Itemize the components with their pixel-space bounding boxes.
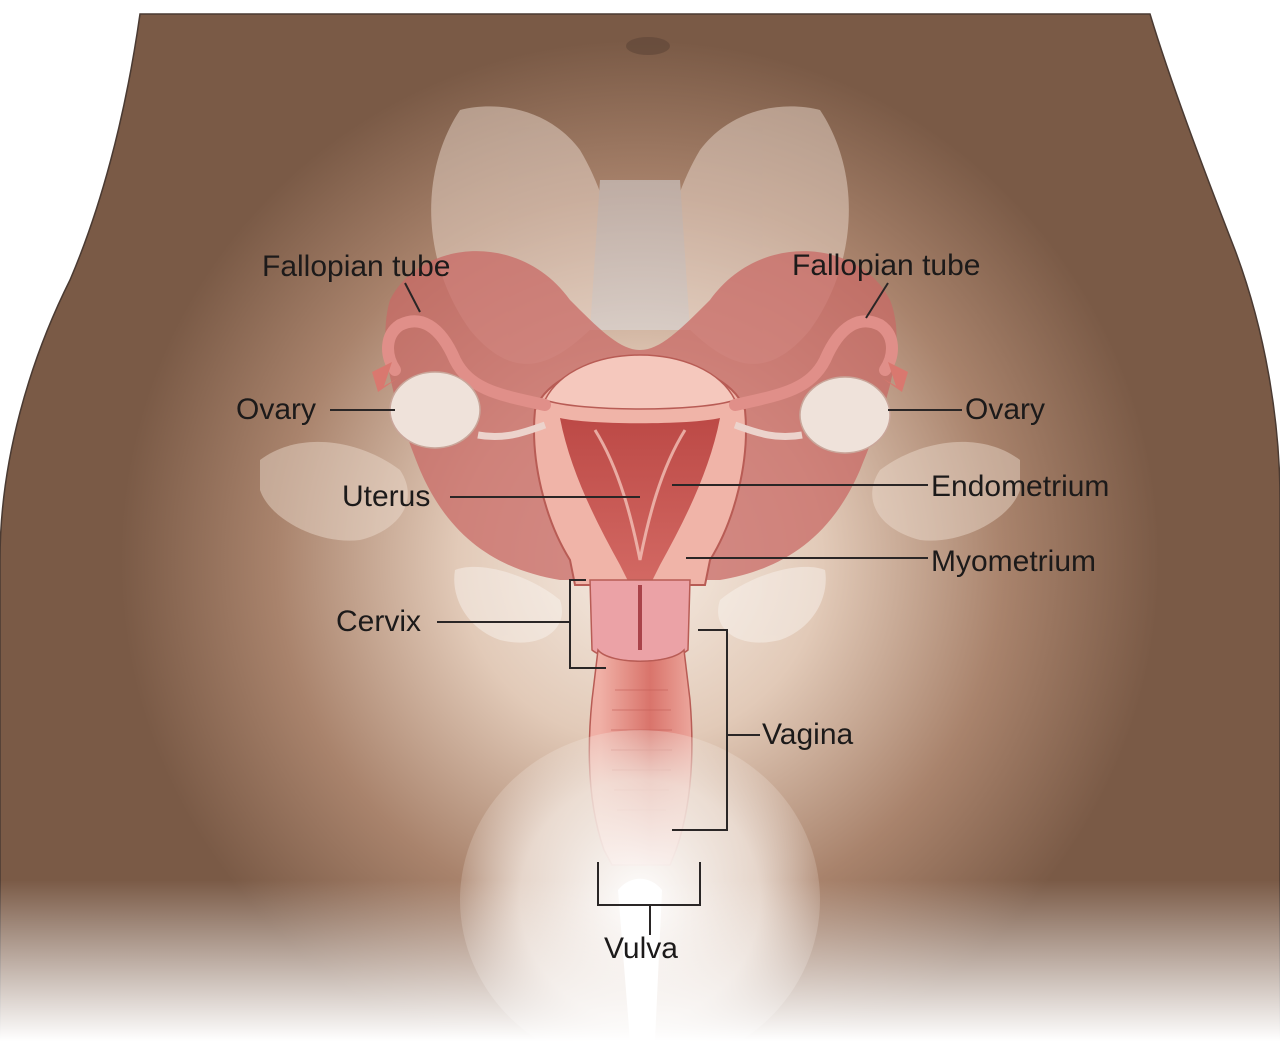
ovary-right-shape xyxy=(800,377,890,453)
label-endometrium: Endometrium xyxy=(931,470,1109,503)
label-vulva: Vulva xyxy=(604,932,678,965)
label-ovary-right: Ovary xyxy=(965,393,1045,426)
ovary-left-shape xyxy=(390,372,480,448)
navel xyxy=(626,37,670,55)
label-ovary-left: Ovary xyxy=(236,393,316,426)
label-cervix: Cervix xyxy=(336,605,421,638)
label-uterus: Uterus xyxy=(342,480,430,513)
label-myometrium: Myometrium xyxy=(931,545,1096,578)
label-fallopian-tube-left: Fallopian tube xyxy=(262,250,450,283)
label-vagina: Vagina xyxy=(762,718,854,751)
label-fallopian-tube-right: Fallopian tube xyxy=(792,249,980,282)
